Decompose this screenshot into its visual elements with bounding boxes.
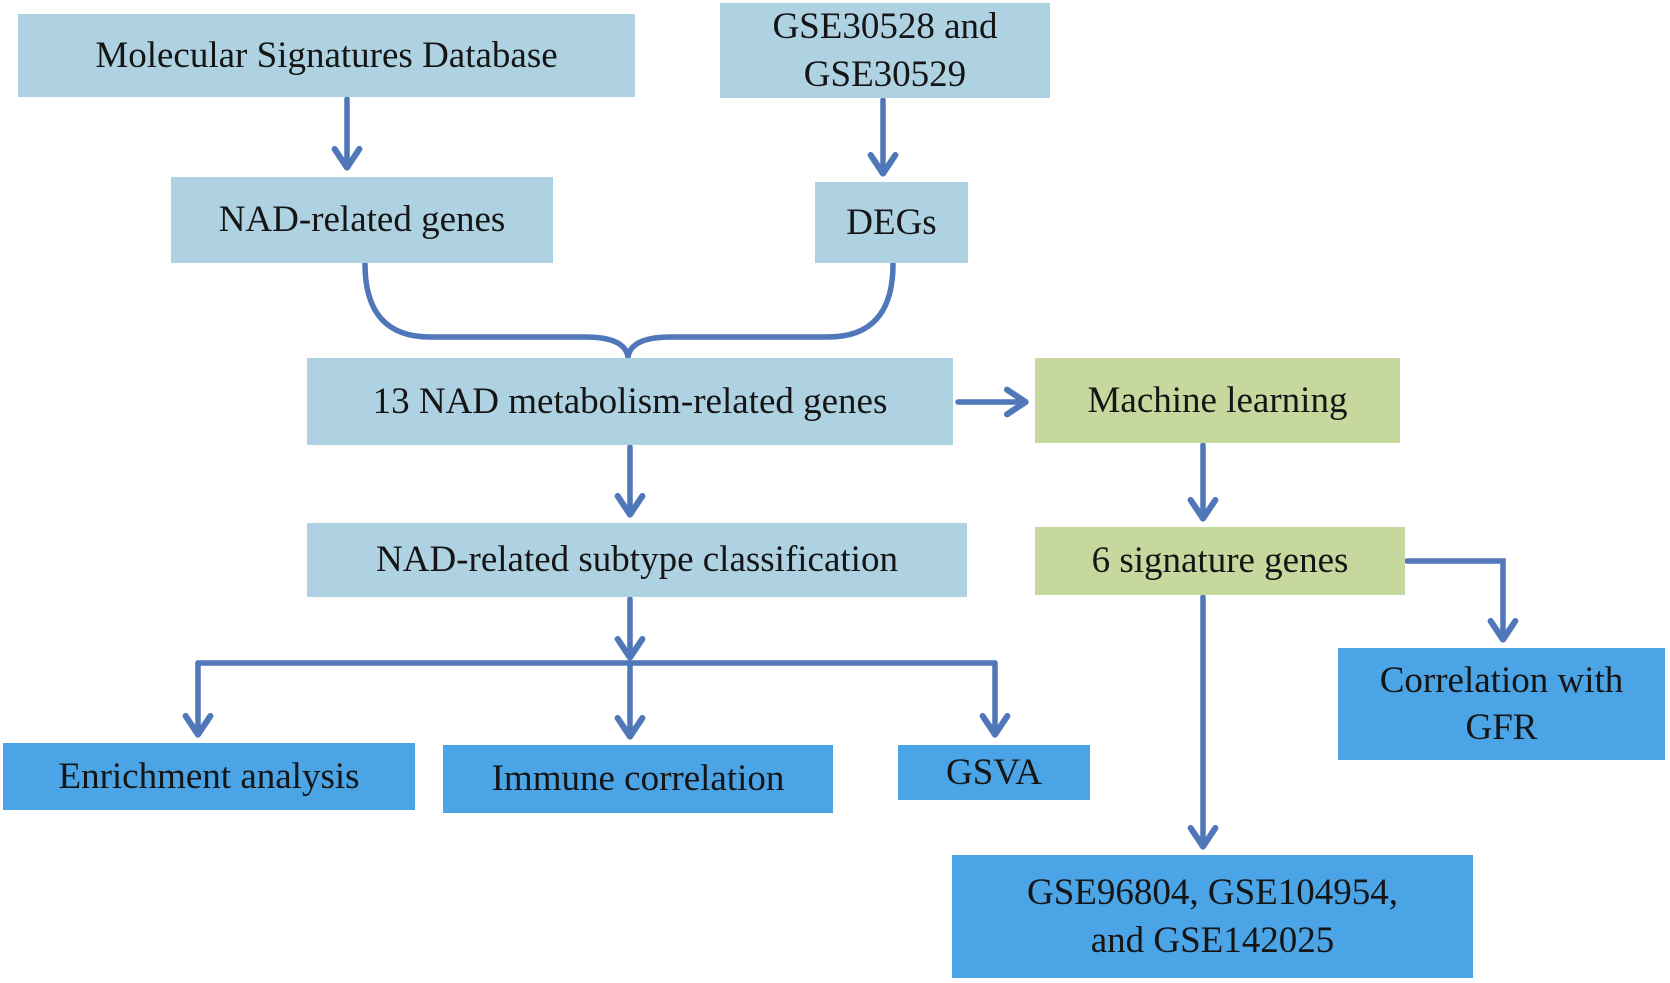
node-nad-related-genes: NAD-related genes (171, 177, 553, 263)
node-degs: DEGs (815, 182, 968, 263)
arrow-6sig-to-gfr (1404, 558, 1519, 643)
node-correlation-with-gfr: Correlation with GFR (1338, 648, 1665, 760)
node-gse30528-gse30529: GSE30528 and GSE30529 (720, 3, 1050, 98)
merge-bracket-left (362, 261, 631, 360)
node-enrichment-analysis: Enrichment analysis (3, 743, 415, 810)
node-6-signature-genes: 6 signature genes (1035, 527, 1405, 595)
node-machine-learning: Machine learning (1035, 358, 1400, 443)
node-gse-validation-datasets: GSE96804, GSE104954, and GSE142025 (952, 855, 1473, 978)
node-nad-related-subtype-classification: NAD-related subtype classification (307, 523, 967, 597)
node-molecular-signatures-database: Molecular Signatures Database (18, 14, 635, 97)
node-immune-correlation: Immune correlation (443, 745, 833, 813)
node-gsva: GSVA (898, 745, 1090, 800)
merge-bracket-right (625, 261, 896, 360)
node-13-nad-metabolism-related-genes: 13 NAD metabolism-related genes (307, 358, 953, 445)
